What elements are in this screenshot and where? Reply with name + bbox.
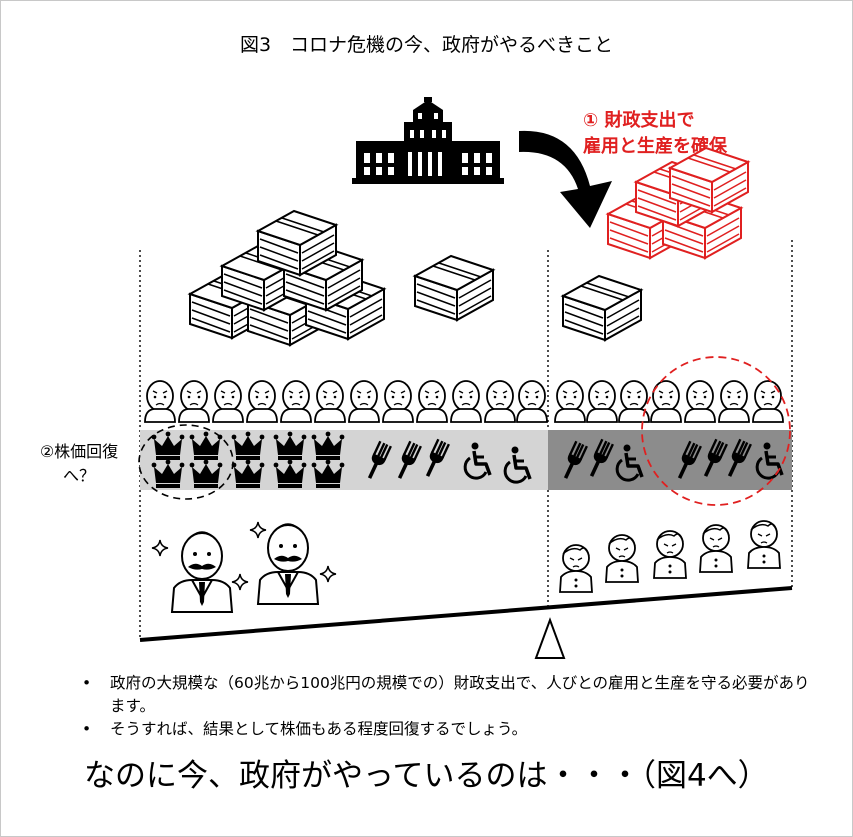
worried-face-icon: [280, 380, 312, 423]
worried-face-icon: [314, 380, 346, 423]
right-band: [548, 430, 792, 490]
sparkle-icon: [249, 521, 267, 539]
stock-recovery-line1: ②株価回復: [39, 442, 119, 461]
figure-title: 図3 コロナ危機の今、政府がやるべきこと: [239, 34, 614, 56]
worried-face-icon: [516, 380, 548, 423]
workers-group: [559, 520, 781, 593]
sparkle-icon: [319, 565, 337, 583]
crowns-highlight-ellipse: [138, 424, 234, 500]
worried-face-icon: [212, 380, 244, 423]
worried-face-icon: [618, 380, 650, 423]
cash-stack-icon: [414, 255, 494, 321]
worried-face-icon: [246, 380, 278, 423]
worried-face-icon: [382, 380, 414, 423]
red-cash-stacks: [607, 147, 749, 259]
worker-icon: [605, 534, 639, 583]
citizens-row: [144, 380, 784, 423]
wealthy-group: [151, 521, 337, 613]
worker-icon: [559, 544, 593, 593]
worried-face-icon: [484, 380, 516, 423]
worker-icon: [747, 520, 781, 569]
worried-face-icon: [348, 380, 380, 423]
worried-face-icon: [586, 380, 618, 423]
curved-arrow-icon: [519, 130, 612, 228]
worried-face-icon: [178, 380, 210, 423]
bullet-item: そうすれば、結果として株価もある程度回復するでしょう。: [82, 718, 822, 741]
fulcrum-icon: [534, 617, 566, 659]
left-cash-pyramid: [189, 210, 642, 346]
worried-face-icon: [752, 380, 784, 423]
stock-recovery-annotation: ②株価回復 へ？: [20, 440, 138, 488]
fiscal-spending-annotation: ① 財政支出で 雇用と生産を確保: [583, 108, 727, 160]
bullet-list: 政府の大規模な（60兆から100兆円の規模での）財政支出で、人びとの雇用と生産を…: [82, 672, 822, 741]
fiscal-spending-line2: 雇用と生産を確保: [583, 136, 727, 157]
worried-face-icon: [450, 380, 482, 423]
closing-statement: なのに今、政府がやっているのは・・・（図4へ）: [84, 758, 769, 794]
sparkle-icon: [151, 539, 169, 557]
support-highlight-circle: [641, 356, 791, 506]
worker-icon: [699, 524, 733, 573]
worried-face-icon: [416, 380, 448, 423]
sparkle-icon: [231, 573, 249, 591]
stock-recovery-line2: へ？: [62, 466, 95, 485]
cash-stack-icon: [562, 275, 642, 341]
worried-face-icon: [554, 380, 586, 423]
worried-face-icon: [144, 380, 176, 423]
worker-icon: [653, 530, 687, 579]
diet-building-icon: [352, 97, 504, 184]
cash-stack-icon: [669, 147, 749, 213]
worried-face-icon: [718, 380, 750, 423]
seesaw-beam: [139, 586, 793, 642]
mustache-man-icon: [257, 523, 319, 605]
fiscal-spending-line1: ① 財政支出で: [583, 110, 695, 131]
bullet-item: 政府の大規模な（60兆から100兆円の規模での）財政支出で、人びとの雇用と生産を…: [82, 672, 822, 718]
worried-face-icon: [684, 380, 716, 423]
mustache-man-icon: [171, 531, 233, 613]
